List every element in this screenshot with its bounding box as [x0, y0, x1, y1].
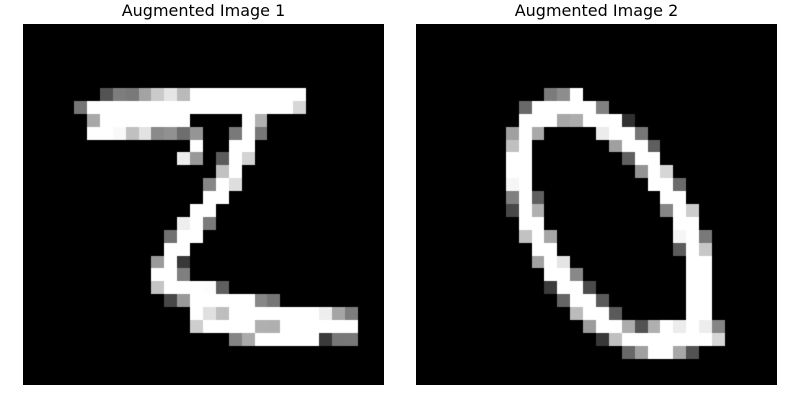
panel-title-2: Augmented Image 2: [514, 1, 679, 20]
augmented-digit-image-1: [23, 24, 384, 385]
augmented-digit-image-2: [416, 24, 777, 385]
panel-title-1: Augmented Image 1: [121, 1, 286, 20]
